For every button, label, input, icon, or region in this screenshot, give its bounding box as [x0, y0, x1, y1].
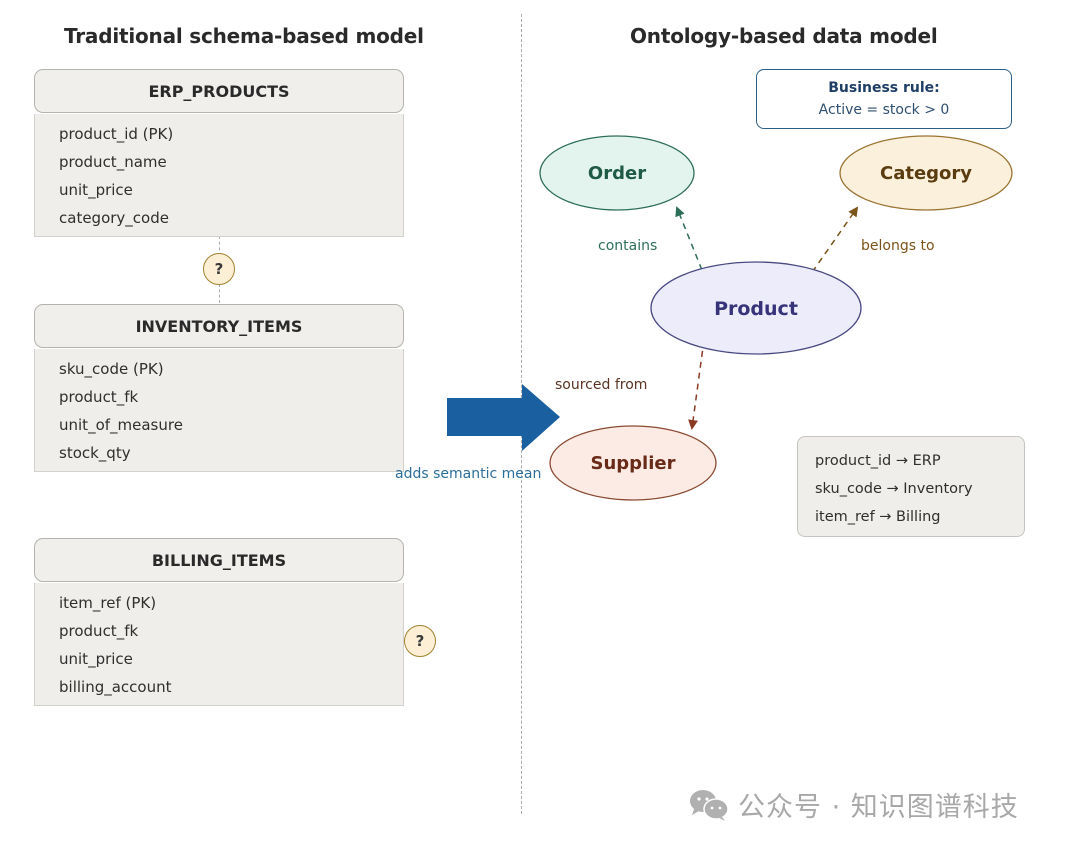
table-field: unit_price [59, 181, 133, 199]
schema-table-billing-items: BILLING_ITEMS item_ref (PK) product_fk u… [34, 538, 404, 706]
node-label: Product [714, 298, 798, 320]
mapping-line: item_ref → Billing [815, 509, 941, 525]
edge-label-contains: contains [598, 238, 658, 254]
table-header: INVENTORY_ITEMS [34, 304, 404, 348]
table-body: product_id (PK) product_name unit_price … [34, 114, 404, 237]
node-label: Supplier [591, 453, 676, 474]
table-field: product_fk [59, 388, 139, 406]
node-order: Order [539, 135, 695, 211]
table-connector [219, 284, 220, 303]
table-header: ERP_PRODUCTS [34, 69, 404, 113]
table-body: sku_code (PK) product_fk unit_of_measure… [34, 349, 404, 472]
id-mapping-box: product_id → ERP sku_code → Inventory it… [797, 436, 1025, 537]
watermark-text: 公众号 · 知识图谱科技 [738, 792, 1019, 823]
table-field: unit_of_measure [59, 416, 183, 434]
business-rule-title: Business rule: [828, 80, 940, 96]
unknown-link-badge: ? [203, 253, 235, 285]
mapping-line: product_id → ERP [815, 453, 941, 469]
table-field: stock_qty [59, 444, 131, 462]
transform-arrow-label: adds semantic mean [395, 466, 542, 482]
table-field: sku_code (PK) [59, 360, 164, 378]
table-field: billing_account [59, 678, 172, 696]
watermark: 公众号 · 知识图谱科技 [688, 785, 1019, 824]
mapping-line: sku_code → Inventory [815, 481, 973, 497]
node-supplier: Supplier [549, 425, 717, 501]
table-field: product_id (PK) [59, 125, 174, 143]
business-rule-box: Business rule: Active = stock > 0 [756, 69, 1012, 129]
right-section-title: Ontology-based data model [630, 24, 938, 48]
table-header: BILLING_ITEMS [34, 538, 404, 582]
table-field: unit_price [59, 650, 133, 668]
business-rule-text: Active = stock > 0 [818, 102, 950, 118]
table-field: product_name [59, 153, 167, 171]
schema-table-erp-products: ERP_PRODUCTS product_id (PK) product_nam… [34, 69, 404, 237]
edge-label-sourced-from: sourced from [555, 377, 648, 393]
table-field: item_ref (PK) [59, 594, 157, 612]
node-label: Order [588, 163, 646, 184]
unknown-link-badge: ? [404, 625, 436, 657]
transform-arrow-icon [447, 384, 560, 451]
table-connector [219, 236, 220, 256]
left-section-title: Traditional schema-based model [64, 24, 424, 48]
table-field: product_fk [59, 622, 139, 640]
schema-table-inventory-items: INVENTORY_ITEMS sku_code (PK) product_fk… [34, 304, 404, 472]
table-field: category_code [59, 209, 169, 227]
node-product: Product [650, 261, 862, 355]
edge-label-belongs-to: belongs to [861, 238, 935, 254]
node-category: Category [839, 135, 1013, 211]
edge-belongs-to [805, 206, 859, 282]
node-label: Category [880, 163, 972, 184]
edge-sourced-from [688, 339, 705, 430]
table-body: item_ref (PK) product_fk unit_price bill… [34, 583, 404, 706]
wechat-icon [690, 789, 729, 821]
